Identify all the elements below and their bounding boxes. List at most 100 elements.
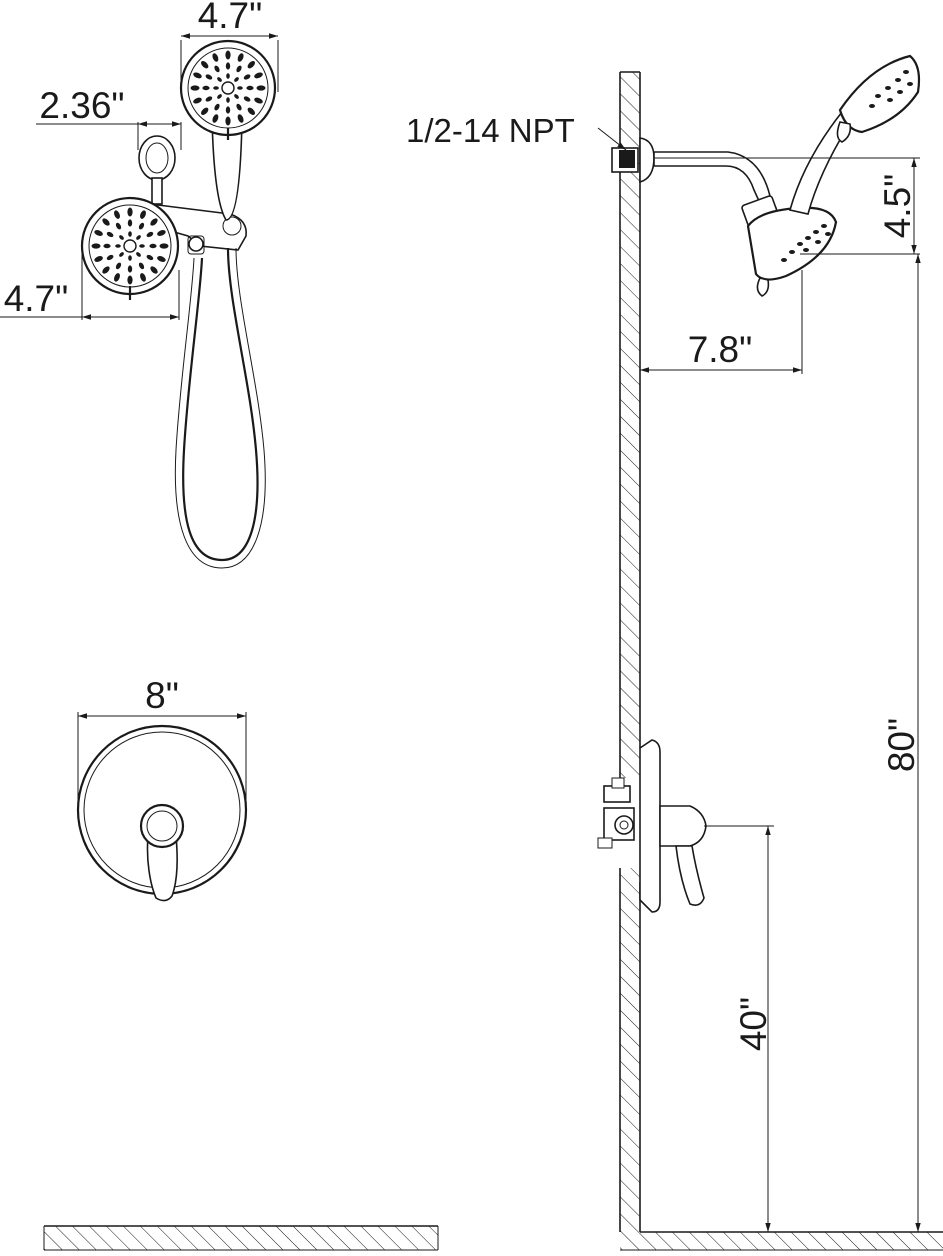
handheld-head-side: [789, 54, 921, 215]
nozzle-icon: [136, 235, 141, 240]
nozzle-icon: [146, 231, 154, 238]
nozzle-icon: [205, 96, 213, 102]
nozzle-icon: [150, 266, 158, 274]
nozzle-icon: [895, 78, 901, 82]
dim-label-head-height: 80": [881, 718, 922, 772]
nozzle-icon: [128, 255, 132, 261]
nozzle-icon: [193, 72, 202, 79]
nozzle-icon: [127, 265, 133, 273]
nozzle-icon: [139, 244, 145, 248]
nozzle-icon: [157, 230, 166, 236]
nozzle-icon: [150, 218, 158, 226]
dim-arm-reach: 7.8": [640, 270, 803, 374]
face-center-icon: [221, 81, 235, 95]
nozzle-icon: [202, 85, 210, 91]
nozzle-icon: [247, 61, 255, 69]
dim-head-height: 80": [881, 254, 922, 1232]
wall-section: [598, 71, 642, 1232]
dim-label-valve-height: 40": [733, 997, 774, 1051]
dim-label-arm-projection: 2.36": [39, 85, 124, 126]
nozzle-icon: [115, 262, 122, 270]
nozzle-icon: [246, 85, 254, 91]
nozzle-icon: [159, 243, 169, 249]
valve-side: [597, 739, 707, 913]
nozzle-icon: [205, 74, 213, 80]
nozzle-icon: [897, 90, 903, 94]
front-view-shower-assembly: [80, 39, 277, 569]
nozzle-icon: [254, 97, 263, 104]
nozzle-icon: [119, 252, 124, 257]
nozzle-icon: [237, 86, 243, 90]
nozzle-icon: [102, 266, 110, 274]
nozzle-icon: [190, 85, 200, 91]
nozzle-icon: [91, 243, 101, 249]
thread-spec-label: 1/2-14 NPT: [406, 112, 575, 149]
nozzle-icon: [815, 240, 821, 244]
nozzle-icon: [114, 210, 120, 219]
nozzle-icon: [193, 97, 202, 104]
nozzle-icon: [127, 219, 133, 227]
dim-label-arm-reach: 7.8": [688, 329, 753, 370]
nozzle-icon: [226, 73, 230, 79]
nozzle-icon: [247, 107, 255, 115]
nozzle-icon: [115, 222, 122, 230]
nozzle-icon: [140, 273, 146, 282]
nozzle-icon: [236, 103, 242, 111]
dim-label-handheld: 4.7": [198, 0, 263, 36]
trim-plate-front: [76, 724, 248, 902]
nozzle-icon: [825, 232, 831, 236]
dim-trim-plate: 8": [77, 675, 247, 810]
fixed-shower-head: [80, 196, 180, 300]
nozzle-icon: [157, 256, 166, 262]
nozzle-icon: [136, 252, 141, 257]
nozzle-icon: [212, 114, 219, 123]
dim-arm-projection: 2.36": [36, 85, 182, 150]
dim-valve-height: 40": [704, 825, 774, 1232]
nozzle-icon: [903, 70, 909, 74]
dim-head-drop: 4.5": [654, 157, 920, 255]
nozzle-icon: [781, 258, 787, 262]
nozzle-icon: [805, 236, 811, 240]
nozzle-icon: [887, 98, 893, 102]
nozzle-icon: [127, 275, 133, 285]
nozzle-icon: [237, 114, 244, 123]
nozzle-icon: [146, 254, 154, 261]
handle-lever: [146, 835, 178, 902]
dim-fixed-head: 4.7": [0, 246, 180, 320]
dim-label-head-drop: 4.5": [877, 174, 918, 239]
nozzle-icon: [225, 116, 231, 126]
nozzle-icon: [106, 231, 114, 238]
shower-hose: [182, 247, 259, 562]
nozzle-icon: [234, 77, 239, 82]
nozzle-icon: [138, 262, 145, 270]
handheld-shower-head: [179, 39, 277, 221]
nozzle-icon: [149, 243, 157, 249]
dim-label-fixed-head: 4.7": [4, 278, 69, 319]
nozzle-icon: [94, 230, 103, 236]
nozzle-icon: [140, 210, 146, 219]
nozzle-icon: [821, 224, 827, 228]
nozzle-icon: [885, 86, 891, 90]
wall-flange: [138, 135, 176, 205]
nozzle-icon: [217, 77, 222, 82]
nozzle-icon: [875, 94, 881, 98]
nozzle-icon: [813, 230, 819, 234]
nozzle-icon: [138, 222, 145, 230]
nozzle-icon: [213, 86, 219, 90]
nozzle-icon: [119, 235, 124, 240]
nozzle-icon: [797, 242, 803, 246]
fixed-head-side: [741, 195, 838, 297]
nozzle-icon: [225, 62, 231, 70]
nozzle-icon: [212, 53, 219, 62]
nozzle-icon: [226, 97, 230, 103]
nozzle-icon: [201, 61, 209, 69]
nozzle-icon: [243, 74, 251, 80]
nozzle-icon: [106, 254, 114, 261]
nozzle-icon: [201, 107, 209, 115]
nozzle-icon: [237, 53, 244, 62]
nozzle-icon: [243, 96, 251, 102]
dim-label-trim-plate: 8": [145, 675, 179, 716]
nozzle-icon: [94, 256, 103, 262]
